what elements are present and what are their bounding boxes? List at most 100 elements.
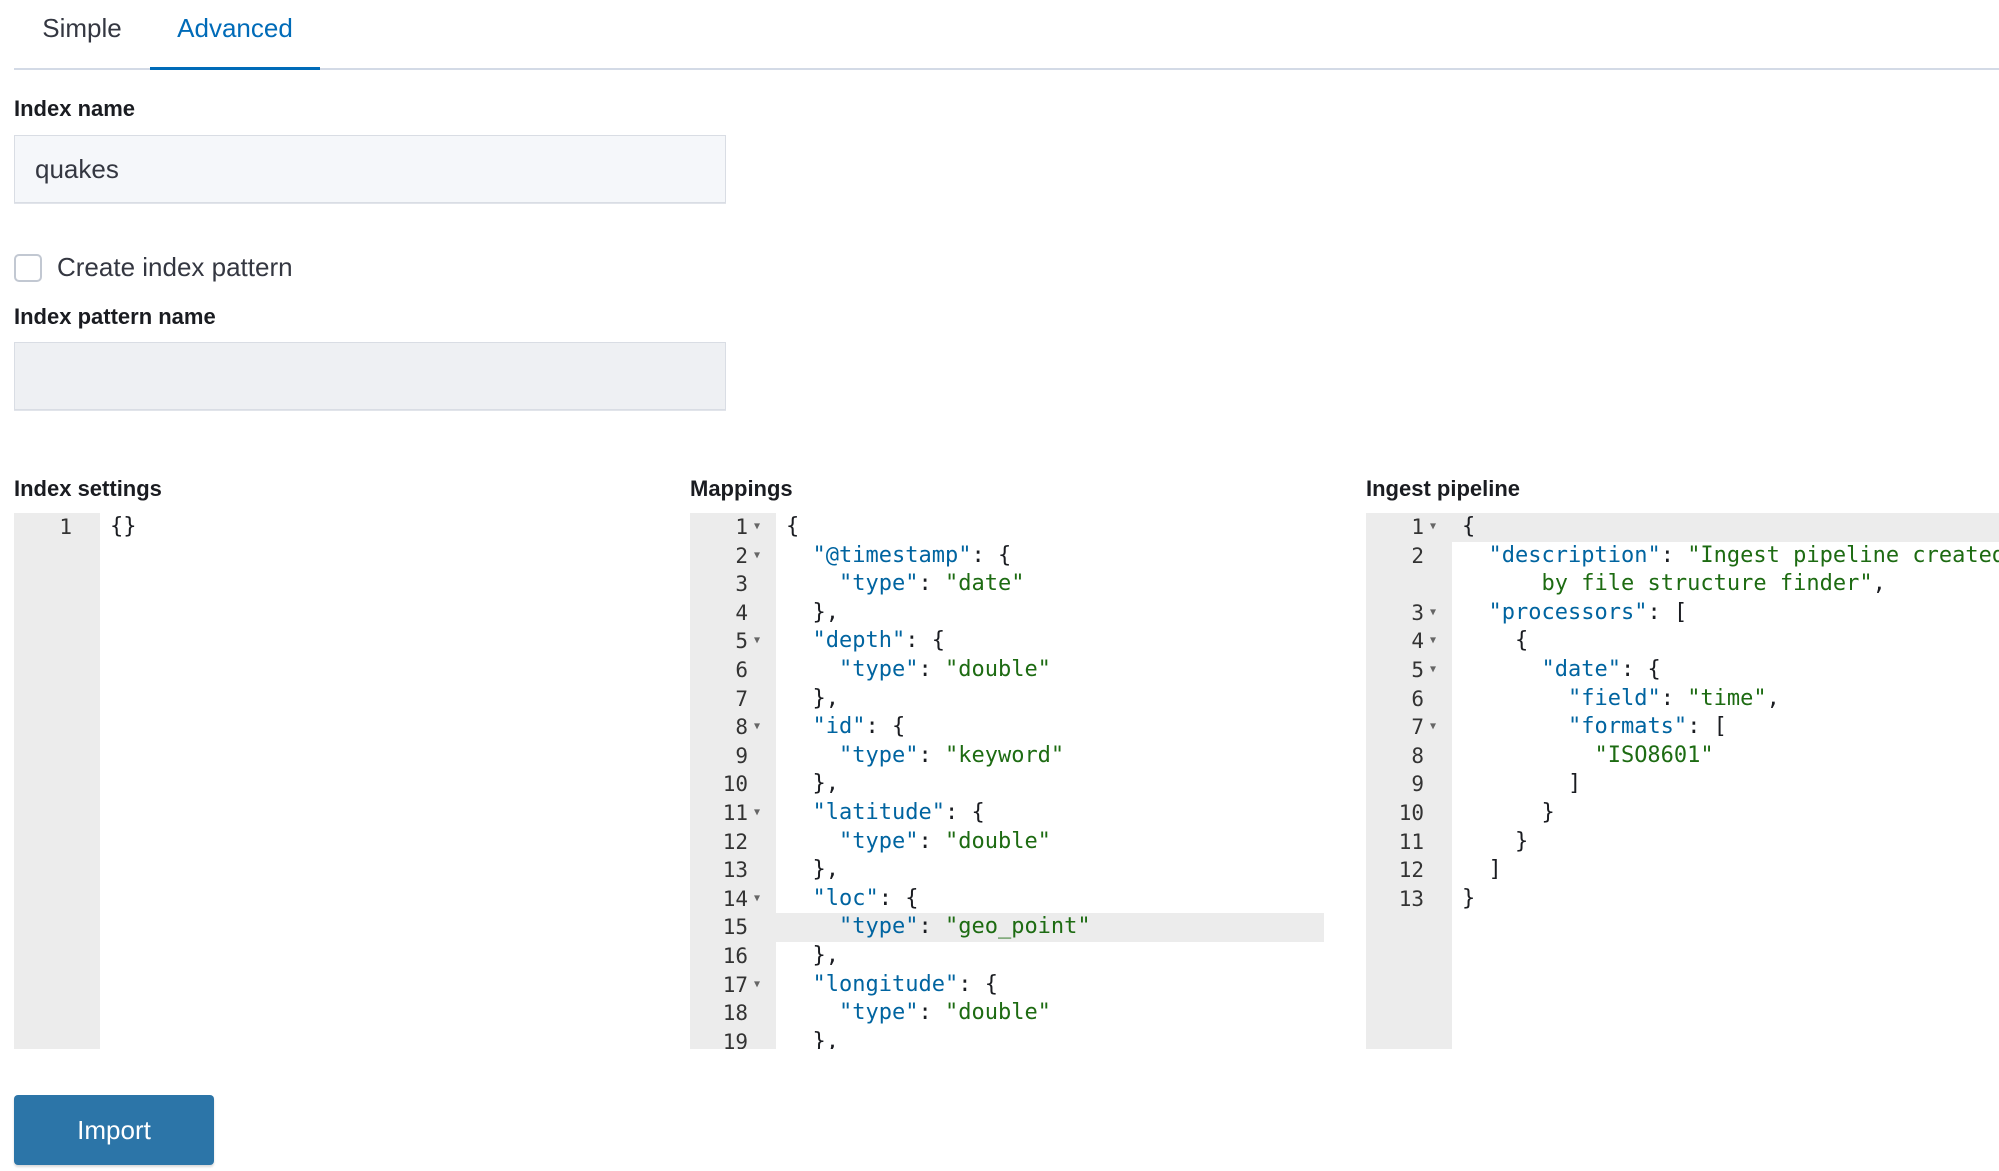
code-token: {} xyxy=(110,514,137,539)
import-button[interactable]: Import xyxy=(14,1095,214,1165)
code-line[interactable]: 13} xyxy=(1366,885,1999,914)
code-token: { xyxy=(1462,628,1529,654)
code-token: } xyxy=(1462,799,1555,825)
code-token: "date" xyxy=(944,571,1025,597)
fold-caret-icon[interactable]: ▼ xyxy=(754,549,761,561)
line-number: 8 xyxy=(735,715,748,740)
create-index-pattern-label[interactable]: Create index pattern xyxy=(57,252,293,282)
code-line[interactable]: 8 "ISO8601" xyxy=(1366,742,1999,771)
code-line[interactable]: 12 "type": "double" xyxy=(690,828,1324,857)
line-number: 13 xyxy=(1398,886,1424,911)
code-token: : [ xyxy=(1687,714,1727,740)
code-line[interactable]: 9 "type": "keyword" xyxy=(690,742,1324,771)
code-line[interactable]: 13 }, xyxy=(690,856,1324,885)
code-line[interactable]: 15 "type": "geo_point" xyxy=(690,913,1324,942)
code-line[interactable]: 19 }, xyxy=(690,1028,1324,1049)
code-token xyxy=(786,657,839,682)
code-line[interactable]: 10 }, xyxy=(690,770,1324,799)
code-token xyxy=(786,543,813,568)
index-pattern-name-input[interactable] xyxy=(14,342,726,410)
index-settings-editor[interactable]: 1{} xyxy=(14,513,647,1049)
code-line[interactable]: 1{} xyxy=(14,513,647,542)
line-number: 12 xyxy=(722,829,748,854)
code-line[interactable]: 18 "type": "double" xyxy=(690,999,1324,1028)
code-token xyxy=(786,743,839,768)
fold-caret-icon[interactable]: ▼ xyxy=(754,521,761,532)
line-number: 1 xyxy=(1411,515,1424,539)
code-token: "date" xyxy=(1541,656,1621,682)
code-token: : xyxy=(918,828,945,854)
code-token: "longitude" xyxy=(812,971,959,997)
code-token: }, xyxy=(786,942,839,968)
code-token xyxy=(1462,543,1489,568)
code-token: "field" xyxy=(1567,685,1661,711)
code-line[interactable]: 14▼ "loc": { xyxy=(690,885,1324,914)
code-line[interactable]: 5▼ "depth": { xyxy=(690,627,1324,656)
code-line[interactable]: 7 }, xyxy=(690,685,1324,714)
line-number: 10 xyxy=(722,772,748,797)
code-token xyxy=(1462,657,1541,682)
code-text: }, xyxy=(786,942,839,971)
code-text: "ISO8601" xyxy=(1462,742,1714,771)
code-text: "type": "double" xyxy=(786,999,1051,1028)
code-line[interactable]: 4▼ { xyxy=(1366,627,1999,656)
code-line[interactable]: 9 ] xyxy=(1366,770,1999,799)
code-text: "latitude": { xyxy=(786,799,985,828)
fold-caret-icon[interactable]: ▼ xyxy=(1430,521,1437,532)
code-token: } xyxy=(1462,828,1529,854)
code-line[interactable]: 8▼ "id": { xyxy=(690,713,1324,742)
code-token: : xyxy=(1660,542,1688,568)
code-line[interactable]: 3 "type": "date" xyxy=(690,570,1324,599)
code-line[interactable]: 2 "description": "Ingest pipeline create… xyxy=(1366,542,1999,571)
code-line[interactable]: 7▼ "formats": [ xyxy=(1366,713,1999,742)
line-number: 10 xyxy=(1398,800,1424,825)
code-text: "type": "double" xyxy=(786,656,1051,685)
code-text: { xyxy=(786,513,799,542)
code-line[interactable]: 11▼ "latitude": { xyxy=(690,799,1324,828)
code-text: "field": "time", xyxy=(1462,685,1780,714)
code-token: }, xyxy=(786,771,839,797)
line-number: 15 xyxy=(722,915,748,940)
code-token: "loc" xyxy=(812,885,879,911)
code-token: "ISO8601" xyxy=(1594,742,1714,768)
fold-caret-icon[interactable]: ▼ xyxy=(754,721,761,733)
code-line[interactable]: 6 "type": "double" xyxy=(690,656,1324,685)
code-line[interactable]: 10 } xyxy=(1366,799,1999,828)
line-number: 12 xyxy=(1398,858,1424,883)
fold-caret-icon[interactable]: ▼ xyxy=(754,892,761,904)
ingest-pipeline-editor[interactable]: 1 ▼ {2 "description": "Ingest pipeline cre… xyxy=(1366,513,1999,1049)
code-line[interactable]: 4 }, xyxy=(690,599,1324,628)
code-line[interactable]: 1▼{ xyxy=(1366,513,1999,542)
mappings-editor[interactable]: 1▼{2▼ "@timestamp": {3 "type": "date"4 }… xyxy=(690,513,1324,1049)
code-line[interactable]: 16 }, xyxy=(690,942,1324,971)
fold-caret-icon[interactable]: ▼ xyxy=(1430,606,1437,618)
code-token: "double" xyxy=(944,828,1051,854)
code-line[interactable]: 11 } xyxy=(1366,828,1999,857)
code-line[interactable]: 3▼ "processors": [ xyxy=(1366,599,1999,628)
create-index-pattern-checkbox[interactable] xyxy=(14,254,42,282)
fold-caret-icon[interactable]: ▼ xyxy=(1430,663,1437,675)
code-line[interactable]: 1▼{ xyxy=(690,513,1324,542)
tab-simple[interactable]: Simple xyxy=(42,13,122,43)
line-number: 4 xyxy=(735,600,748,625)
tab-advanced[interactable]: Advanced xyxy=(150,0,320,70)
fold-caret-icon[interactable]: ▼ xyxy=(754,806,761,818)
code-token: "type" xyxy=(838,1000,919,1026)
code-line[interactable]: 6 "field": "time", xyxy=(1366,685,1999,714)
fold-caret-icon[interactable]: ▼ xyxy=(1430,635,1437,647)
code-line[interactable]: by file structure finder", xyxy=(1366,570,1999,599)
code-token: : xyxy=(918,914,945,940)
code-line[interactable]: 17▼ "longitude": { xyxy=(690,971,1324,1000)
index-name-input[interactable] xyxy=(14,135,726,203)
line-number-gutter xyxy=(1366,513,1452,1049)
code-line[interactable]: 12 ] xyxy=(1366,856,1999,885)
code-line[interactable]: 5▼ "date": { xyxy=(1366,656,1999,685)
code-text: } xyxy=(1462,828,1528,857)
fold-caret-icon[interactable]: ▼ xyxy=(754,978,761,990)
fold-caret-icon[interactable]: ▼ xyxy=(1430,721,1437,733)
code-token xyxy=(786,914,839,939)
code-token: by file structure finder" xyxy=(1541,571,1873,597)
code-token: }, xyxy=(786,857,839,883)
code-line[interactable]: 2▼ "@timestamp": { xyxy=(690,542,1324,571)
fold-caret-icon[interactable]: ▼ xyxy=(754,635,761,647)
